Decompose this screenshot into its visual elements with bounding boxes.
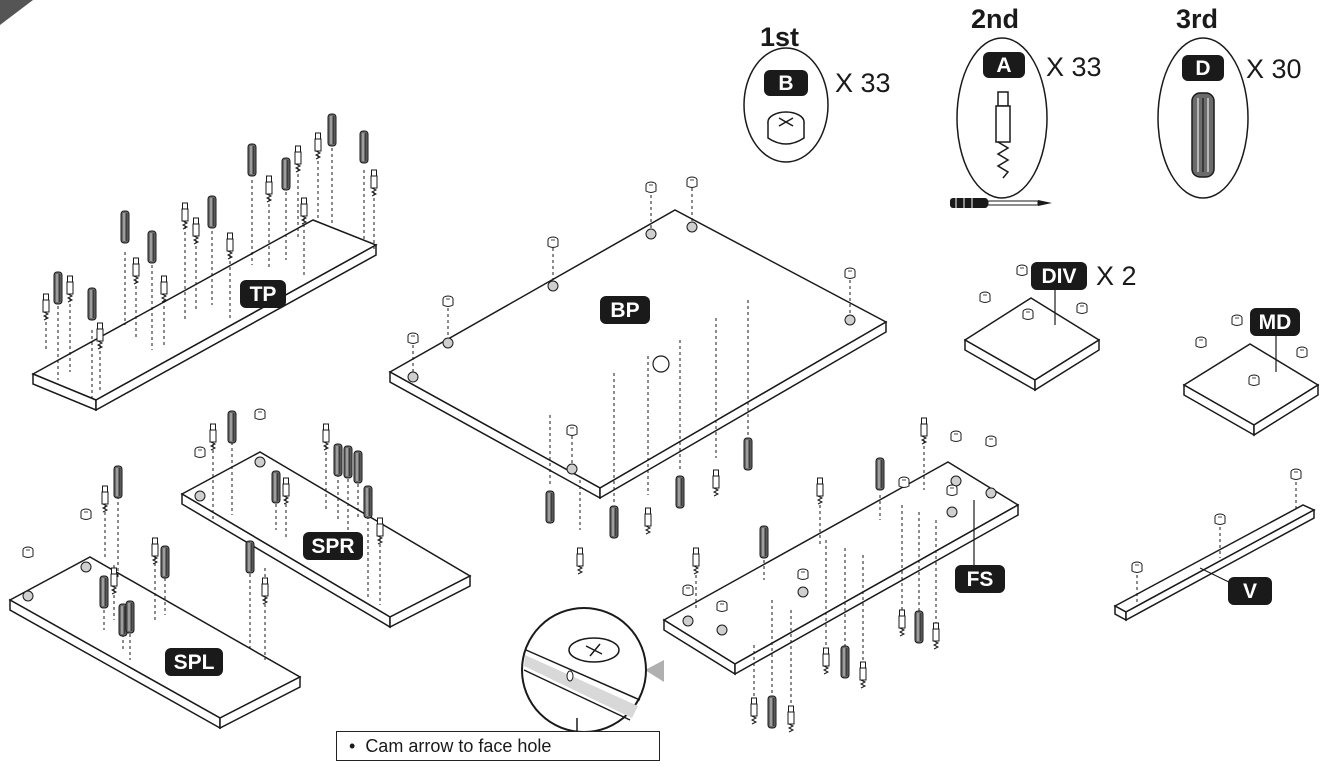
step-3-part: D (1195, 57, 1210, 80)
step-1-order: 1st (760, 22, 799, 52)
cam-lock-icon (767, 111, 805, 145)
step-1-part-tag (764, 70, 808, 96)
step-2-part: A (996, 54, 1011, 77)
panel-fs (662, 461, 1020, 676)
spl-tag (165, 648, 223, 676)
corner-fold-icon (0, 0, 33, 25)
step-3-order: 3rd (1176, 4, 1218, 34)
v-label: V (1243, 580, 1257, 603)
md-label: MD (1259, 311, 1292, 334)
note-box: • Cam arrow to face hole (336, 731, 660, 761)
note-text: Cam arrow to face hole (365, 735, 552, 756)
step-3-part-tag (1182, 55, 1224, 81)
panel-tp (31, 219, 378, 412)
md-tag (1250, 308, 1300, 336)
note-bullet: • (349, 735, 356, 756)
panel-div (963, 283, 1101, 392)
panel-spl (8, 556, 302, 730)
tp-tag (240, 280, 286, 308)
step-3-qty: X 30 (1246, 54, 1302, 84)
bp-hardware (412, 188, 851, 530)
panel-bp (388, 209, 888, 500)
step-2-order: 2nd (971, 4, 1019, 34)
step-2-part-tag (983, 52, 1025, 78)
step-1-part: B (778, 72, 793, 95)
spl-label: SPL (174, 651, 215, 674)
div-tag (1031, 262, 1087, 290)
wood-dowel-icon (1191, 92, 1215, 178)
screwdriver-icon (950, 198, 1052, 208)
cam-bolt-icon (995, 91, 1011, 179)
div-label: DIV (1041, 265, 1076, 288)
step-1-qty: X 33 (835, 68, 891, 98)
spl-cams (22, 508, 92, 558)
step-2-qty: X 33 (1046, 52, 1102, 82)
v-tag (1228, 577, 1272, 605)
spr-label: SPR (311, 535, 354, 558)
spr-hardware (212, 430, 381, 605)
div-qty: X 2 (1096, 261, 1137, 291)
tp-label: TP (250, 283, 277, 306)
tp-hardware (45, 148, 375, 400)
bp-tag (600, 296, 650, 324)
fs-tag (955, 565, 1005, 593)
fs-label: FS (967, 568, 994, 591)
fs-hardware (695, 440, 937, 710)
cam-detail-callout (521, 607, 664, 733)
spr-tag (303, 532, 363, 560)
panel-v (1113, 504, 1316, 622)
v-hardware (1136, 482, 1297, 603)
bp-label: BP (610, 299, 639, 322)
